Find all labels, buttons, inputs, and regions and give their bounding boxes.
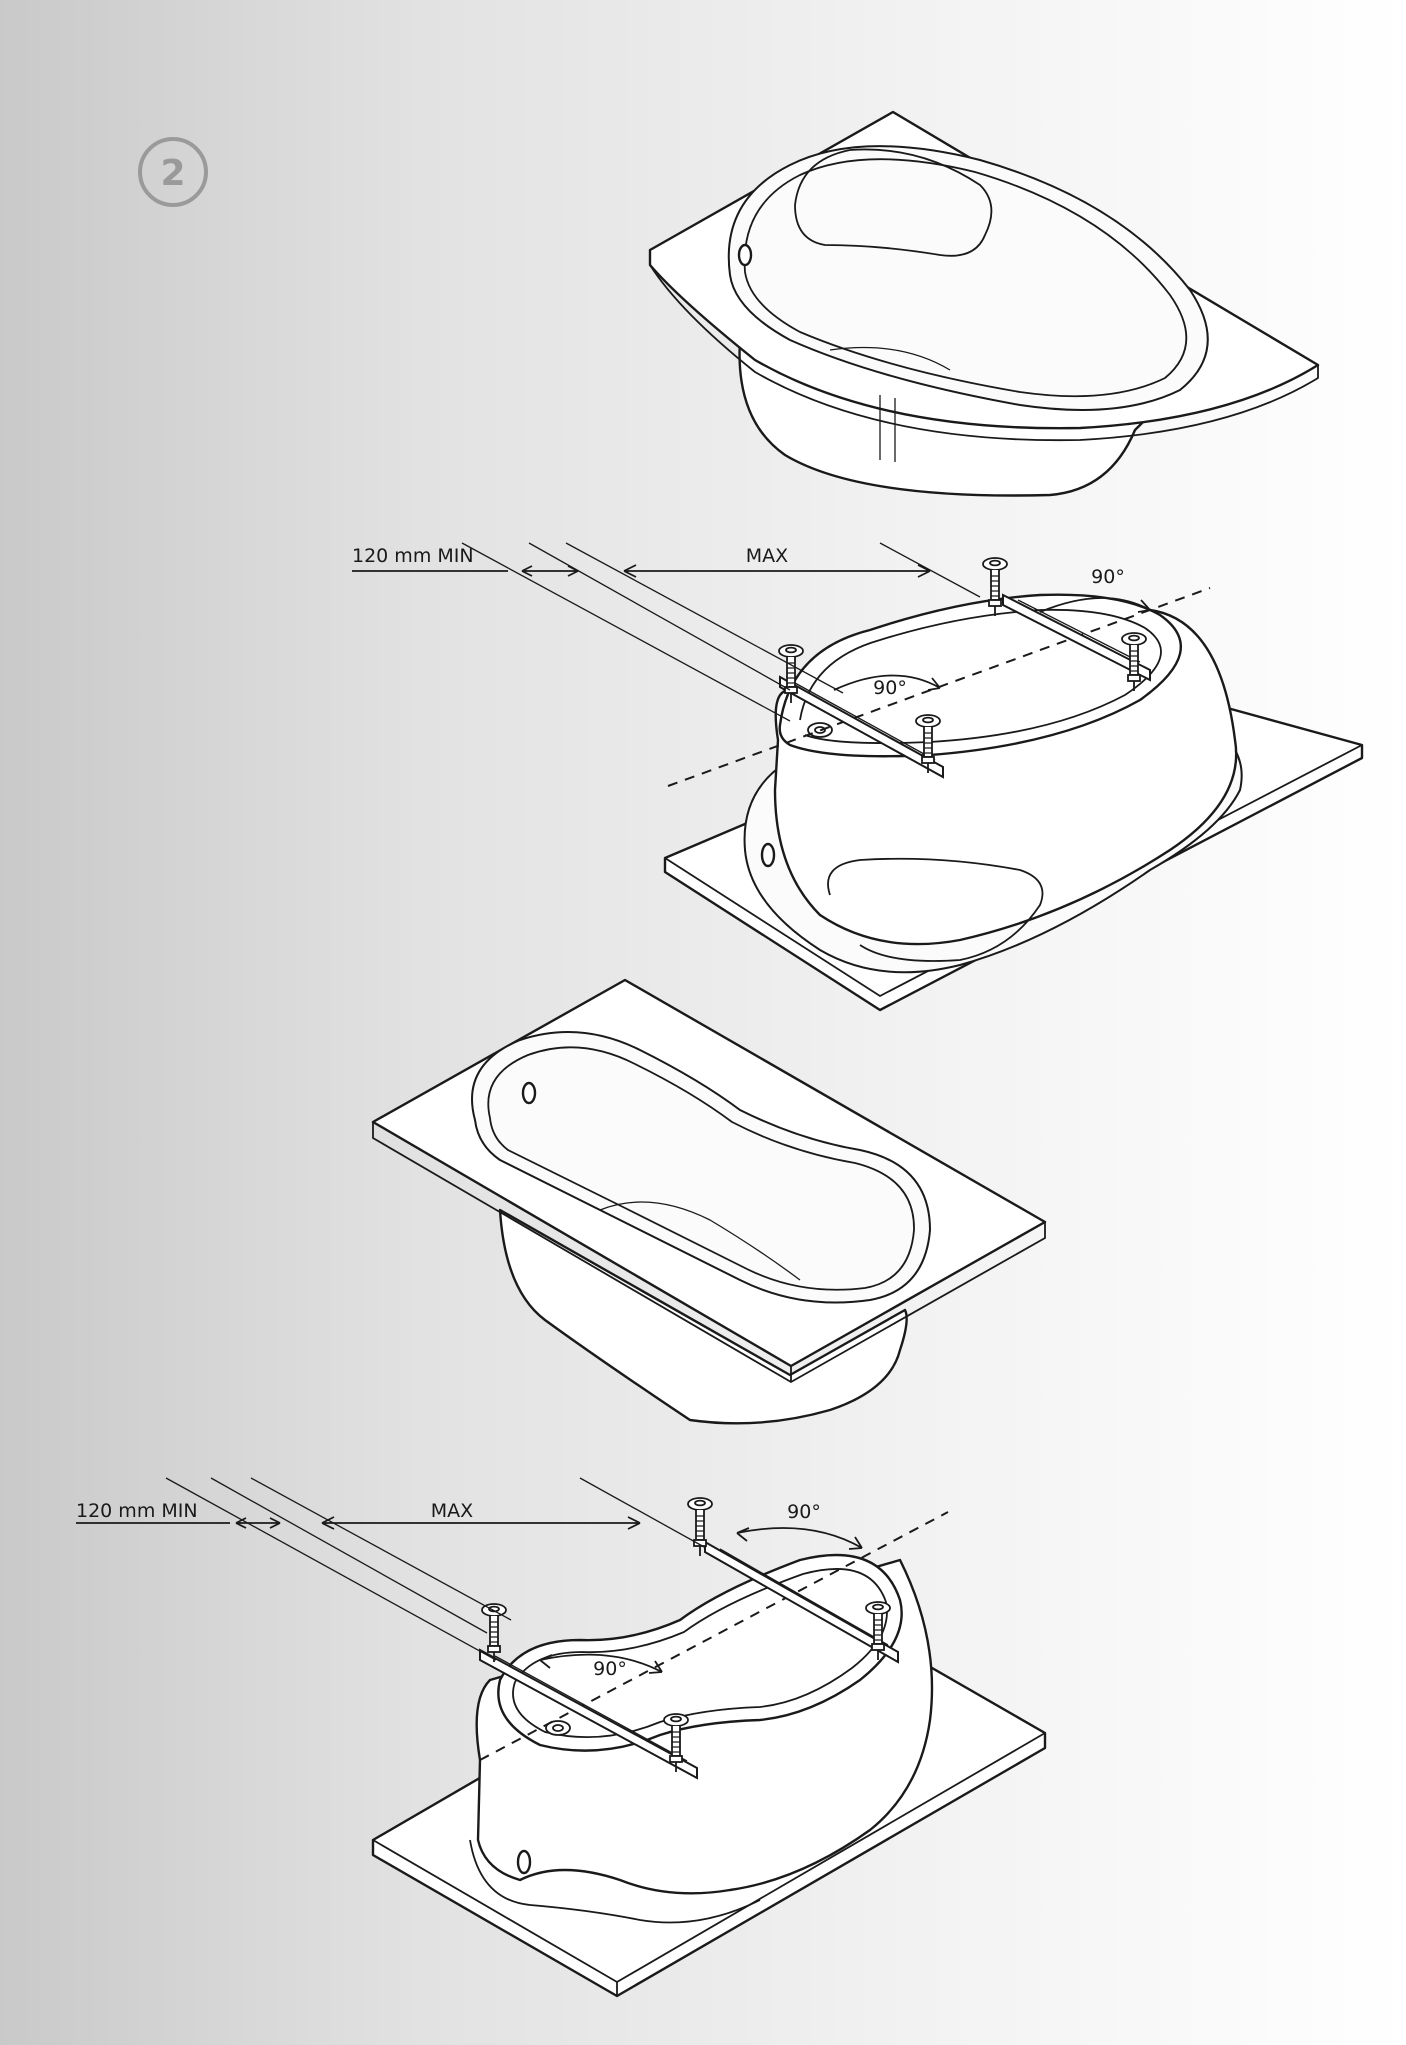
corner-bath-top-view [648, 110, 1320, 497]
step-badge: 2 [138, 137, 208, 207]
figure-bath-frame-view: 120 mm MIN MAX 90° 90° [76, 1477, 1047, 1998]
corner-rail-2 [1002, 593, 1151, 682]
figure-min-label: 120 mm MIN [76, 1500, 198, 1522]
figure-angle-label-1: 90° [787, 1501, 821, 1523]
figure-rail-2 [704, 1540, 899, 1664]
figure-angle-label-2: 90° [593, 1658, 627, 1680]
corner-min-label: 120 mm MIN [352, 545, 474, 567]
step-number: 2 [160, 153, 185, 194]
figure-rail-1 [479, 1648, 698, 1780]
corner-angle-label-1: 90° [1091, 566, 1125, 588]
figure-max-label: MAX [431, 1500, 473, 1522]
corner-angle-label-2: 90° [873, 677, 907, 699]
corner-max-label: MAX [746, 545, 788, 567]
corner-bath-frame-view: 120 mm MIN MAX 90° 90° [352, 542, 1364, 1012]
figure-bath-top-view [371, 978, 1047, 1425]
